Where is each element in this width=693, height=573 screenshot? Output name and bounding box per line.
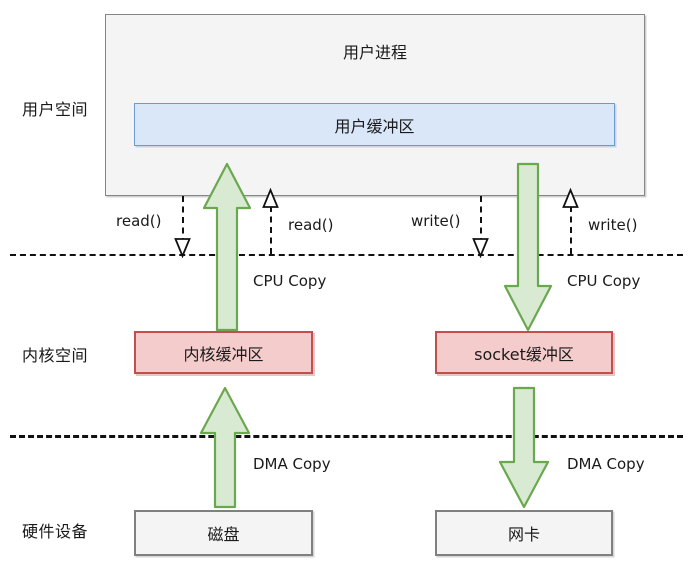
dma-copy-read-label: DMA Copy bbox=[253, 455, 331, 473]
write-down-dashed-line bbox=[480, 196, 482, 244]
row-label-hardware: 硬件设备 bbox=[22, 522, 89, 541]
nic-label: 网卡 bbox=[507, 525, 540, 544]
kernel-buffer-label: 内核缓冲区 bbox=[183, 344, 264, 364]
cpu-copy-write-label: CPU Copy bbox=[567, 272, 641, 290]
read-up-label: read() bbox=[288, 216, 334, 234]
row-label-user-space: 用户空间 bbox=[22, 100, 89, 119]
user-process-label: 用户进程 bbox=[342, 43, 407, 62]
socket-buffer-box: socket缓冲区 bbox=[435, 331, 613, 374]
user-buffer-box: 用户缓冲区 bbox=[134, 103, 615, 146]
dma-copy-write-label: DMA Copy bbox=[567, 455, 645, 473]
kernel-hardware-boundary-line bbox=[10, 435, 683, 438]
disk-box: 磁盘 bbox=[134, 510, 313, 556]
kernel-buffer-box: 内核缓冲区 bbox=[134, 331, 313, 374]
row-label-kernel-space: 内核空间 bbox=[22, 346, 89, 365]
write-down-arrowhead-icon bbox=[472, 238, 489, 258]
user-buffer-label: 用户缓冲区 bbox=[334, 116, 415, 136]
read-down-arrowhead-icon bbox=[174, 238, 191, 258]
dma-copy-up-arrow-icon bbox=[199, 386, 251, 509]
socket-buffer-label: socket缓冲区 bbox=[474, 344, 574, 364]
user-kernel-boundary-line bbox=[10, 254, 683, 256]
nic-box: 网卡 bbox=[435, 510, 613, 556]
read-up-arrowhead-icon bbox=[262, 188, 279, 208]
write-up-arrowhead-icon bbox=[562, 188, 579, 208]
read-down-dashed-line bbox=[182, 196, 184, 244]
disk-label: 磁盘 bbox=[207, 525, 240, 544]
read-down-label: read() bbox=[116, 212, 162, 230]
cpu-copy-down-arrow-icon bbox=[503, 162, 553, 332]
read-up-dashed-line bbox=[270, 206, 272, 254]
cpu-copy-read-label: CPU Copy bbox=[253, 272, 327, 290]
write-up-label: write() bbox=[588, 216, 638, 234]
cpu-copy-up-arrow-icon bbox=[202, 162, 252, 332]
write-down-label: write() bbox=[411, 212, 461, 230]
write-up-dashed-line bbox=[570, 206, 572, 254]
dma-copy-down-arrow-icon bbox=[498, 386, 550, 509]
